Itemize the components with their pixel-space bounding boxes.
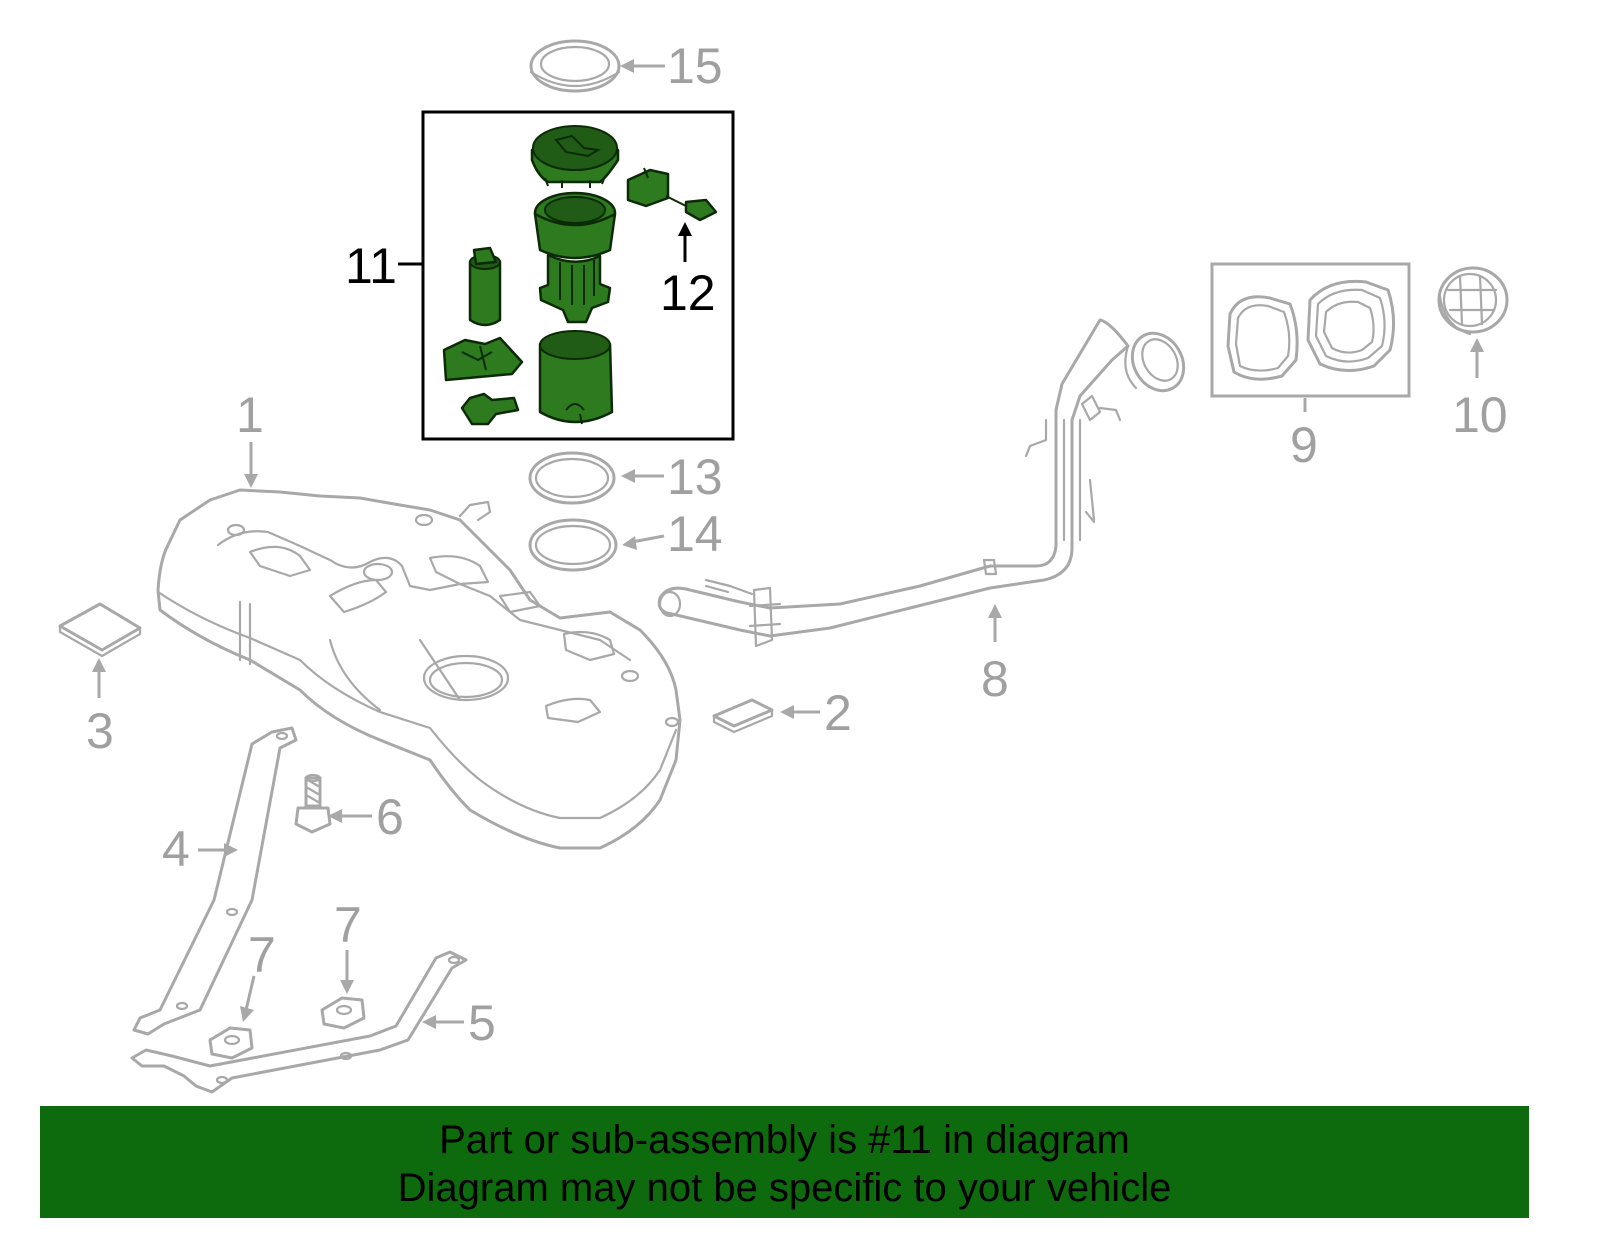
- part-8-filler-pipe: [657, 318, 1186, 648]
- callout-15: 15: [620, 38, 723, 94]
- svg-text:9: 9: [1290, 417, 1318, 473]
- part-6-bolt: [294, 773, 332, 834]
- part-9-frame: [1210, 262, 1411, 398]
- svg-text:10: 10: [1452, 387, 1508, 443]
- svg-text:12: 12: [660, 265, 716, 321]
- svg-text:13: 13: [667, 449, 723, 505]
- part-12-level-sensor[interactable]: [626, 167, 718, 222]
- banner-line-2: Diagram may not be specific to your vehi…: [397, 1166, 1172, 1210]
- callout-2: 2: [780, 685, 852, 741]
- svg-text:2: 2: [824, 685, 852, 741]
- part-3-pad: [58, 602, 142, 658]
- part-10-fuel-cap: [1437, 266, 1509, 336]
- callout-9: 9: [1290, 398, 1318, 473]
- callout-7-right: 7: [334, 897, 362, 994]
- part-1-fuel-tank: [156, 488, 682, 850]
- part-15-lock-ring: [529, 39, 621, 93]
- part-14-gasket: [528, 518, 618, 572]
- part-2-pad: [712, 698, 774, 734]
- callout-6: 6: [328, 789, 404, 845]
- callout-13: 13: [621, 449, 723, 505]
- svg-text:8: 8: [981, 651, 1009, 707]
- assembly-11-frame: [421, 110, 735, 441]
- svg-text:14: 14: [667, 506, 723, 562]
- svg-text:5: 5: [468, 995, 496, 1051]
- callout-10: 10: [1452, 338, 1508, 443]
- callout-14: 14: [622, 506, 723, 562]
- callout-1: 1: [236, 387, 264, 488]
- callout-11: 11: [345, 238, 422, 294]
- part-11-fuel-pump-assembly[interactable]: [442, 125, 620, 426]
- svg-text:3: 3: [86, 703, 114, 759]
- part-7-mount-left: [208, 1026, 254, 1060]
- part-9-seals: [1226, 279, 1395, 381]
- svg-text:15: 15: [667, 38, 723, 94]
- svg-text:1: 1: [236, 387, 264, 443]
- svg-text:7: 7: [334, 897, 362, 953]
- part-7-mount-right: [320, 996, 366, 1030]
- callout-3: 3: [86, 658, 114, 759]
- info-banner: Part or sub-assembly is #11 in diagram D…: [40, 1106, 1529, 1218]
- svg-text:7: 7: [248, 927, 276, 983]
- callout-4: 4: [162, 821, 238, 877]
- svg-text:4: 4: [162, 821, 190, 877]
- part-5-strap: [130, 950, 468, 1094]
- banner-line-1: Part or sub-assembly is #11 in diagram: [439, 1118, 1130, 1162]
- callout-12: 12: [660, 222, 716, 321]
- part-13-gasket: [528, 451, 616, 505]
- svg-text:6: 6: [376, 789, 404, 845]
- callout-7-left: 7: [240, 927, 276, 1022]
- part-4-strap: [132, 726, 298, 1036]
- svg-text:11: 11: [345, 238, 397, 294]
- callout-8: 8: [981, 604, 1009, 707]
- callout-5: 5: [422, 995, 496, 1051]
